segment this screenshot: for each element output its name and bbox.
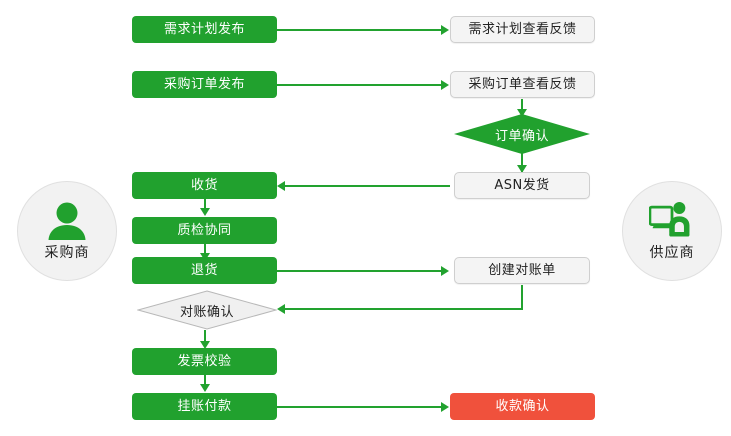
node-statement-confirm[interactable]: 对账确认	[137, 290, 277, 330]
node-quality-check[interactable]: 质检协同	[132, 217, 277, 244]
node-po-publish[interactable]: 采购订单发布	[132, 71, 277, 98]
person-at-computer-icon	[649, 200, 695, 240]
node-return-goods[interactable]: 退货	[132, 257, 277, 284]
edge-invoice-to-payment	[204, 375, 206, 390]
actor-buyer: 采购商	[17, 181, 117, 281]
node-po-feedback[interactable]: 采购订单查看反馈	[450, 71, 595, 98]
edge-confirm-to-invoice-arrow	[200, 341, 210, 349]
node-label: 退货	[190, 263, 218, 278]
actor-supplier: 供应商	[622, 181, 722, 281]
node-receipt-confirm[interactable]: 收款确认	[450, 393, 595, 420]
edge-return-to-statement-arrow	[441, 266, 449, 276]
node-create-statement[interactable]: 创建对账单	[454, 257, 590, 284]
actor-buyer-label: 采购商	[44, 245, 90, 261]
node-label: 收款确认	[495, 399, 550, 414]
node-label: 发票校验	[177, 354, 232, 369]
edge-asn-to-receive-arrow	[277, 181, 285, 191]
edge-po-publish-arrow	[441, 80, 449, 90]
edge-statement-to-confirm	[285, 308, 523, 310]
edge-receive-to-qc	[204, 199, 206, 214]
node-label: 挂账付款	[177, 399, 232, 414]
edge-return-to-statement	[277, 270, 442, 272]
node-label: 采购订单发布	[163, 77, 245, 92]
edge-asn-to-receive	[285, 185, 450, 187]
node-label: 订单确认	[494, 128, 549, 144]
node-demand-plan-feedback[interactable]: 需求计划查看反馈	[450, 16, 595, 43]
edge-demand-plan-arrow	[441, 25, 449, 35]
person-icon	[44, 200, 90, 240]
node-label: 需求计划查看反馈	[468, 22, 577, 37]
edge-confirm-to-invoice	[204, 330, 206, 347]
edge-statement-down	[521, 285, 523, 310]
node-invoice-verify[interactable]: 发票校验	[132, 348, 277, 375]
edge-po-feedback-to-confirm-arrow	[517, 109, 527, 117]
node-demand-plan-publish[interactable]: 需求计划发布	[132, 16, 277, 43]
node-label: 质检协同	[177, 223, 232, 238]
node-payment-posting[interactable]: 挂账付款	[132, 393, 277, 420]
edge-statement-to-confirm-arrow	[277, 304, 285, 314]
node-label: 对账确认	[179, 304, 234, 320]
edge-confirm-to-asn-arrow	[517, 165, 527, 173]
node-label: 创建对账单	[488, 263, 556, 278]
node-label: 收货	[190, 178, 218, 193]
edge-po-feedback-to-confirm	[521, 99, 523, 117]
edge-payment-to-receipt	[277, 406, 442, 408]
edge-demand-plan	[277, 29, 442, 31]
edge-invoice-to-payment-arrow	[200, 384, 210, 392]
edge-qc-to-return	[204, 244, 206, 259]
actor-supplier-label: 供应商	[649, 245, 695, 261]
edge-receive-to-qc-arrow	[200, 208, 210, 216]
node-asn-ship[interactable]: ASN发货	[454, 172, 590, 199]
node-order-confirm[interactable]: 订单确认	[454, 114, 590, 154]
node-label: 需求计划发布	[163, 22, 245, 37]
edge-po-publish	[277, 84, 442, 86]
node-label: 采购订单查看反馈	[468, 77, 577, 92]
node-receive-goods[interactable]: 收货	[132, 172, 277, 199]
node-label: ASN发货	[494, 178, 550, 193]
edge-confirm-to-asn	[521, 153, 523, 173]
edge-payment-to-receipt-arrow	[441, 402, 449, 412]
